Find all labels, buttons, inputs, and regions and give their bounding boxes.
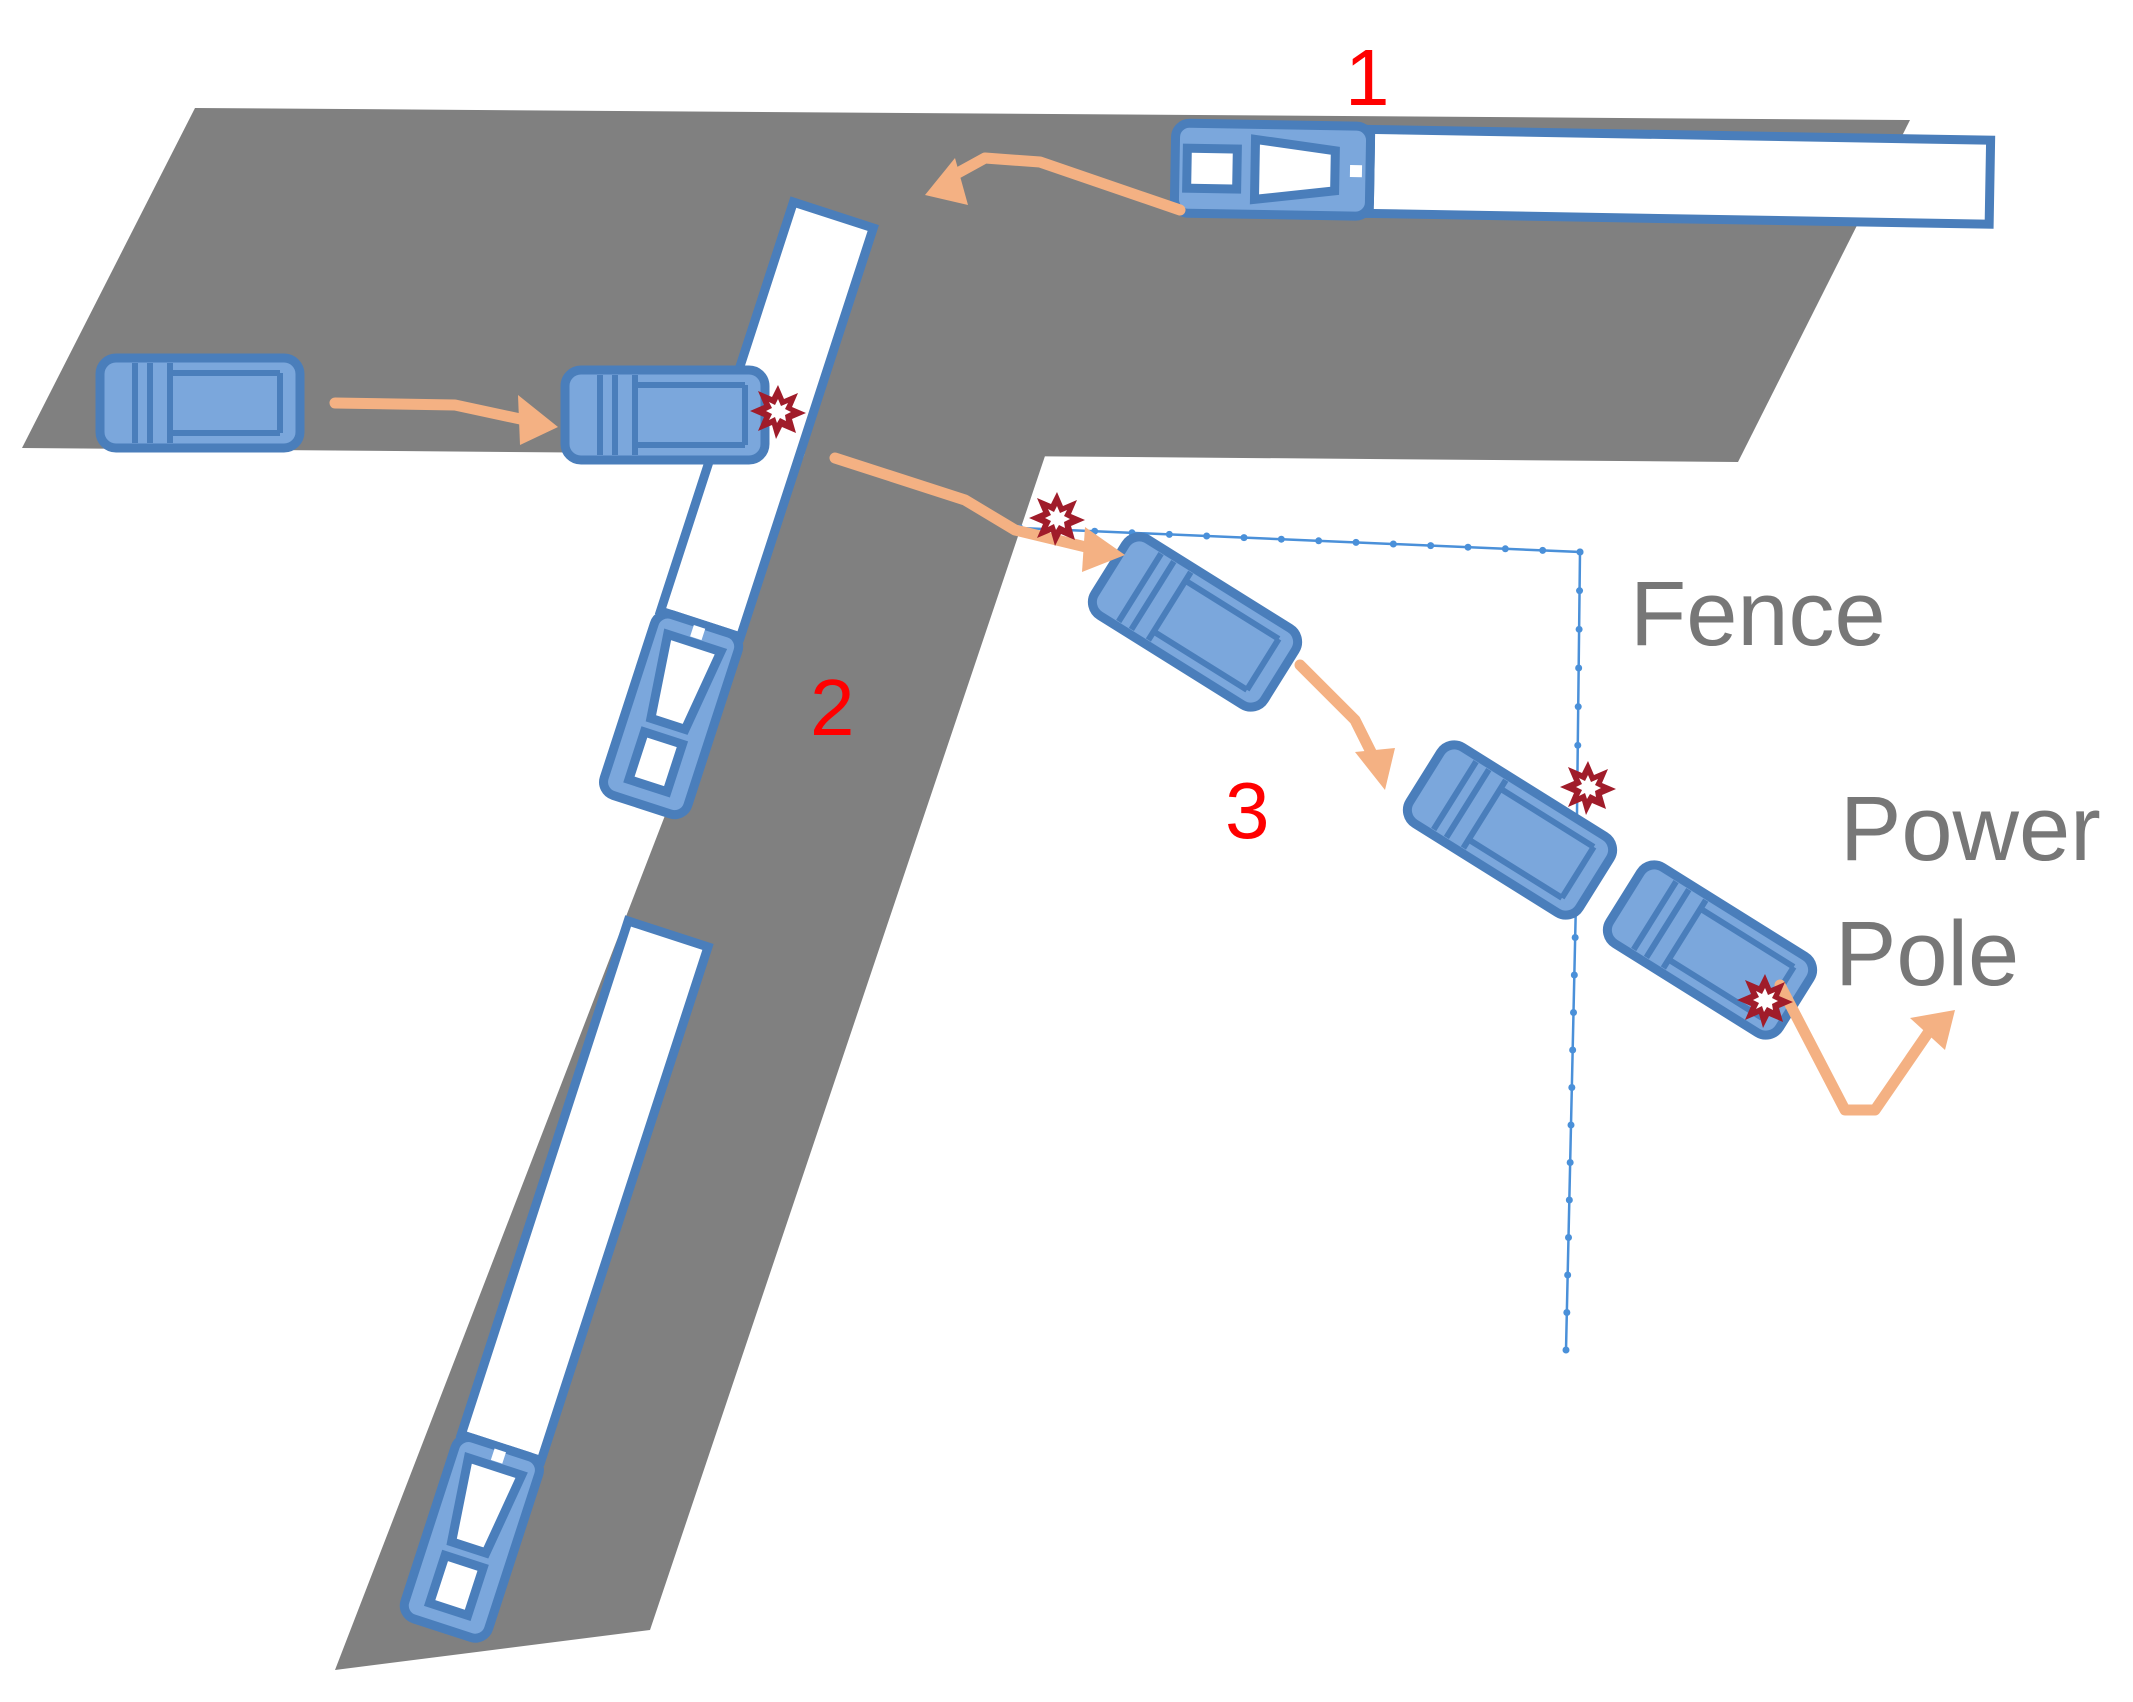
path-car-after-fence (1294, 659, 1395, 790)
fence-post (1576, 587, 1584, 595)
fence-label: Fence (1630, 563, 1886, 665)
step-label-2: 2 (810, 663, 855, 752)
car-at-power-pole (1601, 859, 1818, 1041)
fence-post (1389, 540, 1397, 548)
fence-post (1576, 548, 1584, 556)
fence-post (1574, 741, 1582, 749)
fence-post (1574, 703, 1582, 711)
path-car-to-fence (829, 452, 1125, 572)
car-impact-1 (565, 370, 765, 460)
truck-1 (1169, 118, 1996, 229)
fence-post (1565, 1196, 1573, 1204)
fence-post (1464, 543, 1472, 551)
arrow-head-icon (1082, 527, 1125, 572)
fence-post (1562, 1346, 1570, 1354)
fence-post (1240, 534, 1248, 542)
truck-2-hood (645, 628, 728, 735)
car-deflected (1086, 531, 1303, 713)
arrow-head-icon (925, 158, 968, 205)
fence-post (1567, 1121, 1575, 1129)
fence-post (1539, 546, 1547, 554)
truck-2-windshield (623, 726, 689, 798)
step-label-1: 1 (1345, 33, 1390, 122)
fence (1019, 526, 1582, 1351)
truck-3 (399, 915, 714, 1643)
fence-post (1566, 1159, 1574, 1166)
fence-post (1571, 934, 1579, 941)
fence-post (1565, 1234, 1572, 1241)
truck-1-light (1349, 165, 1363, 178)
fence-post (1315, 537, 1323, 545)
arrow-head-icon (518, 395, 558, 445)
truck-1-trailer (1364, 124, 1996, 229)
fence-post (1203, 532, 1211, 540)
path-car-after-pole (1774, 979, 1955, 1116)
path-car-to-truck (329, 395, 558, 445)
fence-post (1352, 538, 1360, 546)
fence-post (1568, 1084, 1576, 1091)
truck-1-hood (1249, 134, 1340, 205)
step-label-3: 3 (1225, 766, 1270, 855)
fence-post (1570, 1009, 1577, 1016)
fence-post (1575, 664, 1583, 672)
truck-3-light (490, 1448, 506, 1464)
fence-post (1165, 530, 1173, 538)
fence-post (1570, 971, 1578, 979)
path-truck-1 (925, 152, 1186, 216)
fence-post (1563, 1309, 1571, 1316)
power-pole-label-line1: Power (1840, 778, 2101, 880)
truck-2-light (690, 624, 706, 641)
fence-post (1277, 535, 1285, 543)
truck-3-hood (446, 1452, 528, 1559)
fence-post (1564, 1271, 1572, 1279)
fence-post (1501, 545, 1509, 553)
truck-3-windshield (423, 1549, 489, 1622)
arrow-head-icon (1355, 748, 1395, 790)
arrow-head-icon (1910, 1010, 1955, 1050)
car-start (100, 358, 300, 448)
fence-post (1427, 542, 1435, 550)
collision-burst-icon (1560, 761, 1616, 815)
power-pole-label-line2: Pole (1835, 903, 2019, 1005)
fence-post (1575, 625, 1583, 633)
fence-post (1569, 1046, 1577, 1054)
truck-1-windshield (1182, 143, 1242, 194)
